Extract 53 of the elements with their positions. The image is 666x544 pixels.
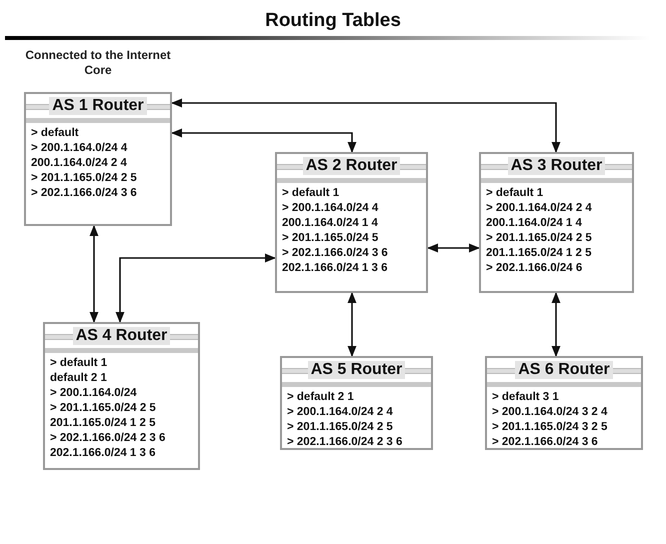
connector-arrow [426,244,480,252]
route-entry: 200.1.164.0/24 1 4 [281,216,379,231]
router-name: AS 3 Router [508,157,606,175]
connector-arrow [170,98,560,154]
route-entry: > 200.1.164.0/24 2 4 [485,201,593,216]
router-name: AS 1 Router [49,97,147,115]
route-entry: > 200.1.164.0/24 4 [30,141,128,156]
router-name: AS 6 Router [515,361,613,379]
route-entry: > default 1 [281,186,340,201]
route-entry: > 200.1.164.0/24 2 4 [286,405,394,420]
route-entry: 201.1.165.0/24 1 2 5 [49,416,157,431]
router-table-box [280,356,433,450]
route-entry: > 201.1.165.0/24 2 5 [286,420,394,435]
connector-arrow [90,224,98,324]
connector-arrow [116,254,276,324]
route-entry: 202.1.166.0/24 1 3 6 [281,261,389,276]
route-entry: > 201.1.165.0/24 2 5 [485,231,593,246]
route-entry: > 201.1.165.0/24 5 [281,231,380,246]
connector-arrow [348,292,356,358]
route-entry: 201.1.165.0/24 1 2 5 [485,246,593,261]
route-entry: > 202.1.166.0/24 6 [485,261,584,276]
route-entry: > 201.1.165.0/24 2 5 [30,171,138,186]
route-entry: > default [30,126,80,141]
route-entry: 200.1.164.0/24 2 4 [30,156,128,171]
route-entry: > 202.1.166.0/24 2 3 6 [286,435,404,450]
router-table-box [24,92,172,226]
route-entry: > 200.1.164.0/24 4 [281,201,380,216]
route-entry: > 202.1.166.0/24 3 6 [30,186,138,201]
route-entry: default 2 1 [49,371,108,386]
route-entry: > default 3 1 [491,390,560,405]
router-caption: Connected to the Internet Core [24,48,172,78]
router-name: AS 5 Router [308,361,406,379]
route-entry: > 202.1.166.0/24 3 6 [281,246,389,261]
router-table-box [485,356,643,450]
route-entry: > 201.1.165.0/24 2 5 [49,401,157,416]
router-table-box [43,322,200,470]
route-entry: > default 2 1 [286,390,355,405]
route-entry: > 200.1.164.0/24 [49,386,138,401]
route-entry: > 202.1.166.0/24 2 3 6 [49,431,166,446]
route-entry: > 200.1.164.0/24 3 2 4 [491,405,608,420]
router-name: AS 4 Router [72,327,170,345]
route-entry: 200.1.164.0/24 1 4 [485,216,583,231]
route-entry: > 202.1.166.0/24 3 6 [491,435,599,450]
router-name: AS 2 Router [302,157,400,175]
route-entry: > default 1 [49,356,108,371]
connector-arrow [170,128,356,154]
route-entry: > default 1 [485,186,544,201]
route-entry: 202.1.166.0/24 1 3 6 [49,446,157,461]
page-title: Routing Tables [264,10,402,32]
router-table-box [275,152,428,293]
route-entry: > 201.1.165.0/24 3 2 5 [491,420,608,435]
router-table-box [479,152,634,293]
connector-arrow [552,292,560,358]
